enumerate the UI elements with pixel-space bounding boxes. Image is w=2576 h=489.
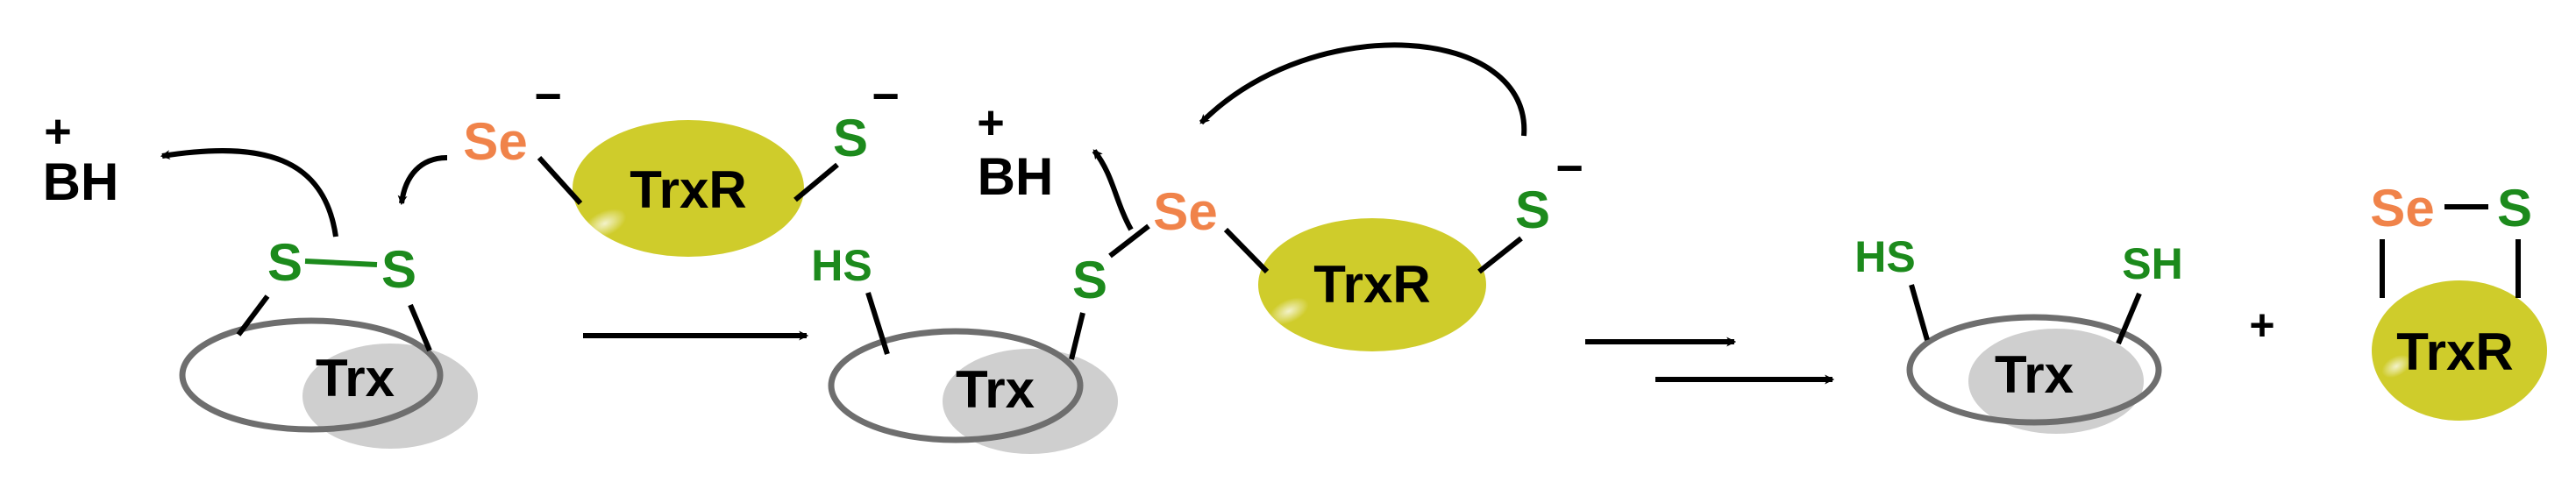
curved-arrow-attack-2 [1199,42,1527,137]
trxr-highlight-3 [2381,354,2411,379]
bond-trx-s-2 [1069,312,1085,360]
sulfur-atom-1a: S [267,233,302,292]
trxr-protein-3 [2372,280,2547,421]
stage-1-reactants: + BH Trx S S TrxR Se − S − [43,70,900,449]
thiol-sh-3: SH [2122,239,2182,288]
disulfide-bond-1 [304,259,378,267]
base-label-2: BH [978,147,1054,206]
base-charge-1: + [44,105,72,158]
bond-trx-s-1a [236,294,270,337]
sulfur-atom-3: S [2497,179,2532,237]
bond-trx-s-1b [408,303,432,352]
trx-protein-3 [1906,314,2162,426]
stage-3-products: Trx HS SH + TrxR Se S [1854,179,2547,434]
trxr-protein-2 [1258,218,1486,351]
trx-shadow-2 [943,349,1118,454]
trxr-label-3: TrxR [2396,322,2513,381]
trx-shadow-1 [302,344,478,449]
base-charge-2: + [977,96,1005,149]
sulfur-atom-1c: S [833,109,868,167]
bond-trx-hs-2 [865,292,890,355]
thiolate-charge-1: − [872,70,900,123]
trx-shadow-3 [1968,329,2144,434]
bond-s-trxr-1 [793,162,839,202]
trxr-protein-1 [573,120,804,257]
selenium-atom-2: Se [1153,182,1217,241]
selenium-atom-1: Se [463,112,527,171]
trx-protein-2 [828,328,1084,443]
curved-arrow-attack-1 [397,155,448,206]
selenium-atom-3: Se [2370,179,2434,237]
trx-label-3: Trx [1995,345,2074,404]
plus-sign: + [2249,301,2274,350]
curved-arrow-proton-2 [1092,149,1134,231]
trx-protein-1 [179,317,444,433]
selenolate-charge-1: − [534,70,562,123]
stage-2-intermediate: + BH Trx HS S TrxR Se S − [811,42,1583,454]
sulfur-atom-2a: S [1072,251,1107,309]
trx-label-1: Trx [316,349,395,408]
sulfur-atom-1b: S [381,240,416,299]
base-label-1: BH [43,152,119,211]
curved-arrow-proton-1 [160,148,338,237]
trxr-highlight-1 [583,209,627,238]
thiol-hs-2: HS [811,241,872,290]
bond-se-trxr-2 [1223,227,1270,274]
bond-trx-sh-3 [2116,292,2142,345]
bond-s-trxr-2 [1477,236,1523,274]
thiol-hs-3: HS [1854,232,1915,281]
selenosulfide-bond-2 [1108,223,1150,259]
bond-se-trxr-1 [537,155,583,206]
trxr-highlight-2 [1269,297,1309,325]
trxr-label-2: TrxR [1313,255,1430,314]
thiolate-charge-2: − [1555,142,1583,195]
sulfur-atom-2b: S [1515,181,1550,239]
trxr-label-1: TrxR [630,160,746,219]
trx-label-2: Trx [956,360,1035,419]
bond-trx-hs-3 [1909,284,1930,341]
